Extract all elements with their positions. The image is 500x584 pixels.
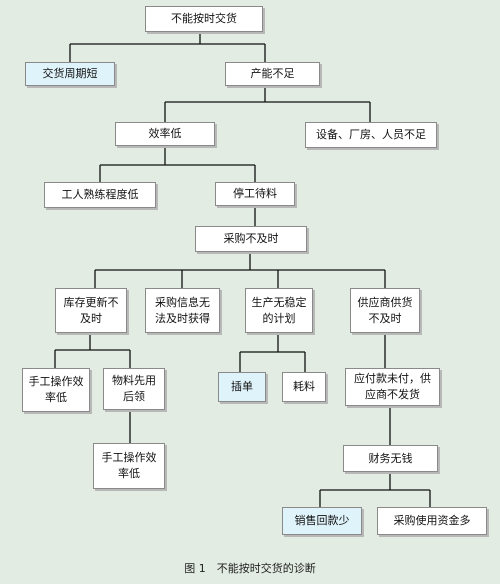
node-capacity: 产能不足 (225, 62, 320, 86)
node-inventory: 库存更新不及时 (55, 288, 127, 333)
node-skill: 工人熟练程度低 (44, 182, 156, 208)
node-purchase-funds: 采购使用资金多 (377, 507, 487, 535)
connector-efficiency (99, 146, 256, 182)
node-resources: 设备、厂房、人员不足 (305, 122, 437, 148)
node-efficiency: 效率低 (115, 122, 215, 146)
connector-capacity (164, 82, 371, 122)
node-manual-operation-2: 手工操作效率低 (93, 443, 165, 489)
node-sales-collection: 销售回款少 (282, 507, 362, 535)
node-finance: 财务无钱 (343, 445, 438, 472)
node-urgent-order: 插单 (218, 372, 266, 402)
node-payable: 应付款未付，供应商不发货 (345, 368, 440, 406)
node-root: 不能按时交货 (145, 6, 263, 32)
node-stoppage: 停工待料 (215, 182, 295, 206)
connector-inventory (54, 333, 131, 368)
connector-procurement (94, 252, 386, 288)
figure-caption: 图 1 不能按时交货的诊断 (184, 562, 316, 575)
node-manual-operation-1: 手工操作效率低 (22, 368, 90, 412)
connector-finance (319, 472, 431, 507)
node-material: 物料先用后领 (103, 368, 165, 410)
connector-root (69, 32, 266, 62)
node-short-delivery: 交货周期短 (25, 62, 115, 86)
node-info: 采购信息无法及时获得 (145, 288, 220, 333)
connector-plan (239, 333, 306, 372)
node-waste: 耗料 (282, 372, 326, 402)
node-plan: 生产无稳定的计划 (245, 288, 313, 333)
node-procurement: 采购不及时 (195, 226, 307, 252)
node-supplier: 供应商供货不及时 (350, 288, 420, 333)
